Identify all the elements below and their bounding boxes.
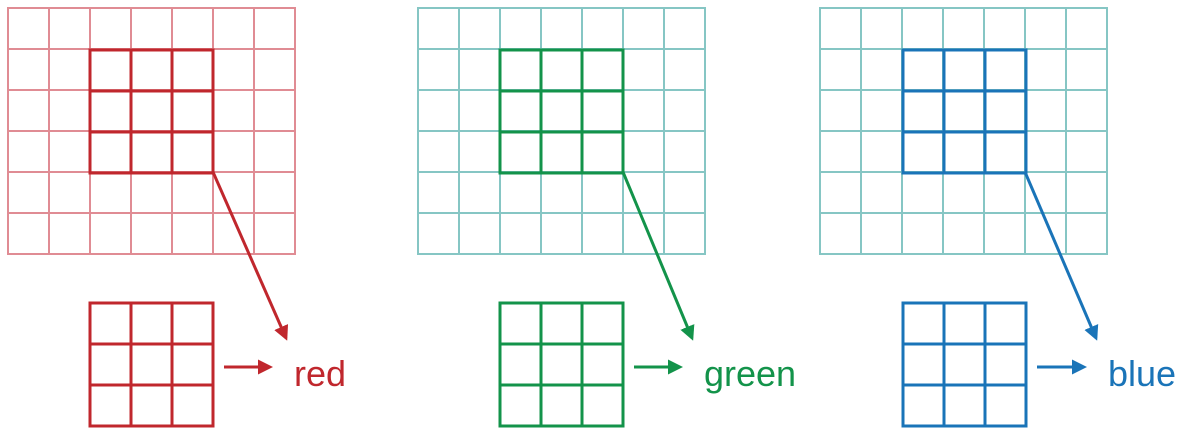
panel-green: green xyxy=(417,7,796,428)
panel-blue: blue xyxy=(819,7,1176,428)
kernel-grid-blue xyxy=(901,301,1028,428)
kernel-highlight-green xyxy=(498,48,625,175)
channel-label-green: green xyxy=(704,353,796,394)
kernel-grid-green xyxy=(498,301,625,428)
projection-arrow-red xyxy=(211,171,289,341)
kernel-grid-red xyxy=(88,301,215,428)
channel-label-blue: blue xyxy=(1108,353,1176,394)
channel-label-red: red xyxy=(294,353,346,394)
projection-arrow-blue xyxy=(1023,171,1099,341)
projection-arrow-green xyxy=(621,171,695,341)
panel-red: red xyxy=(7,7,346,428)
kernel-highlight-blue xyxy=(901,48,1028,175)
kernel-highlight-red xyxy=(88,48,215,175)
